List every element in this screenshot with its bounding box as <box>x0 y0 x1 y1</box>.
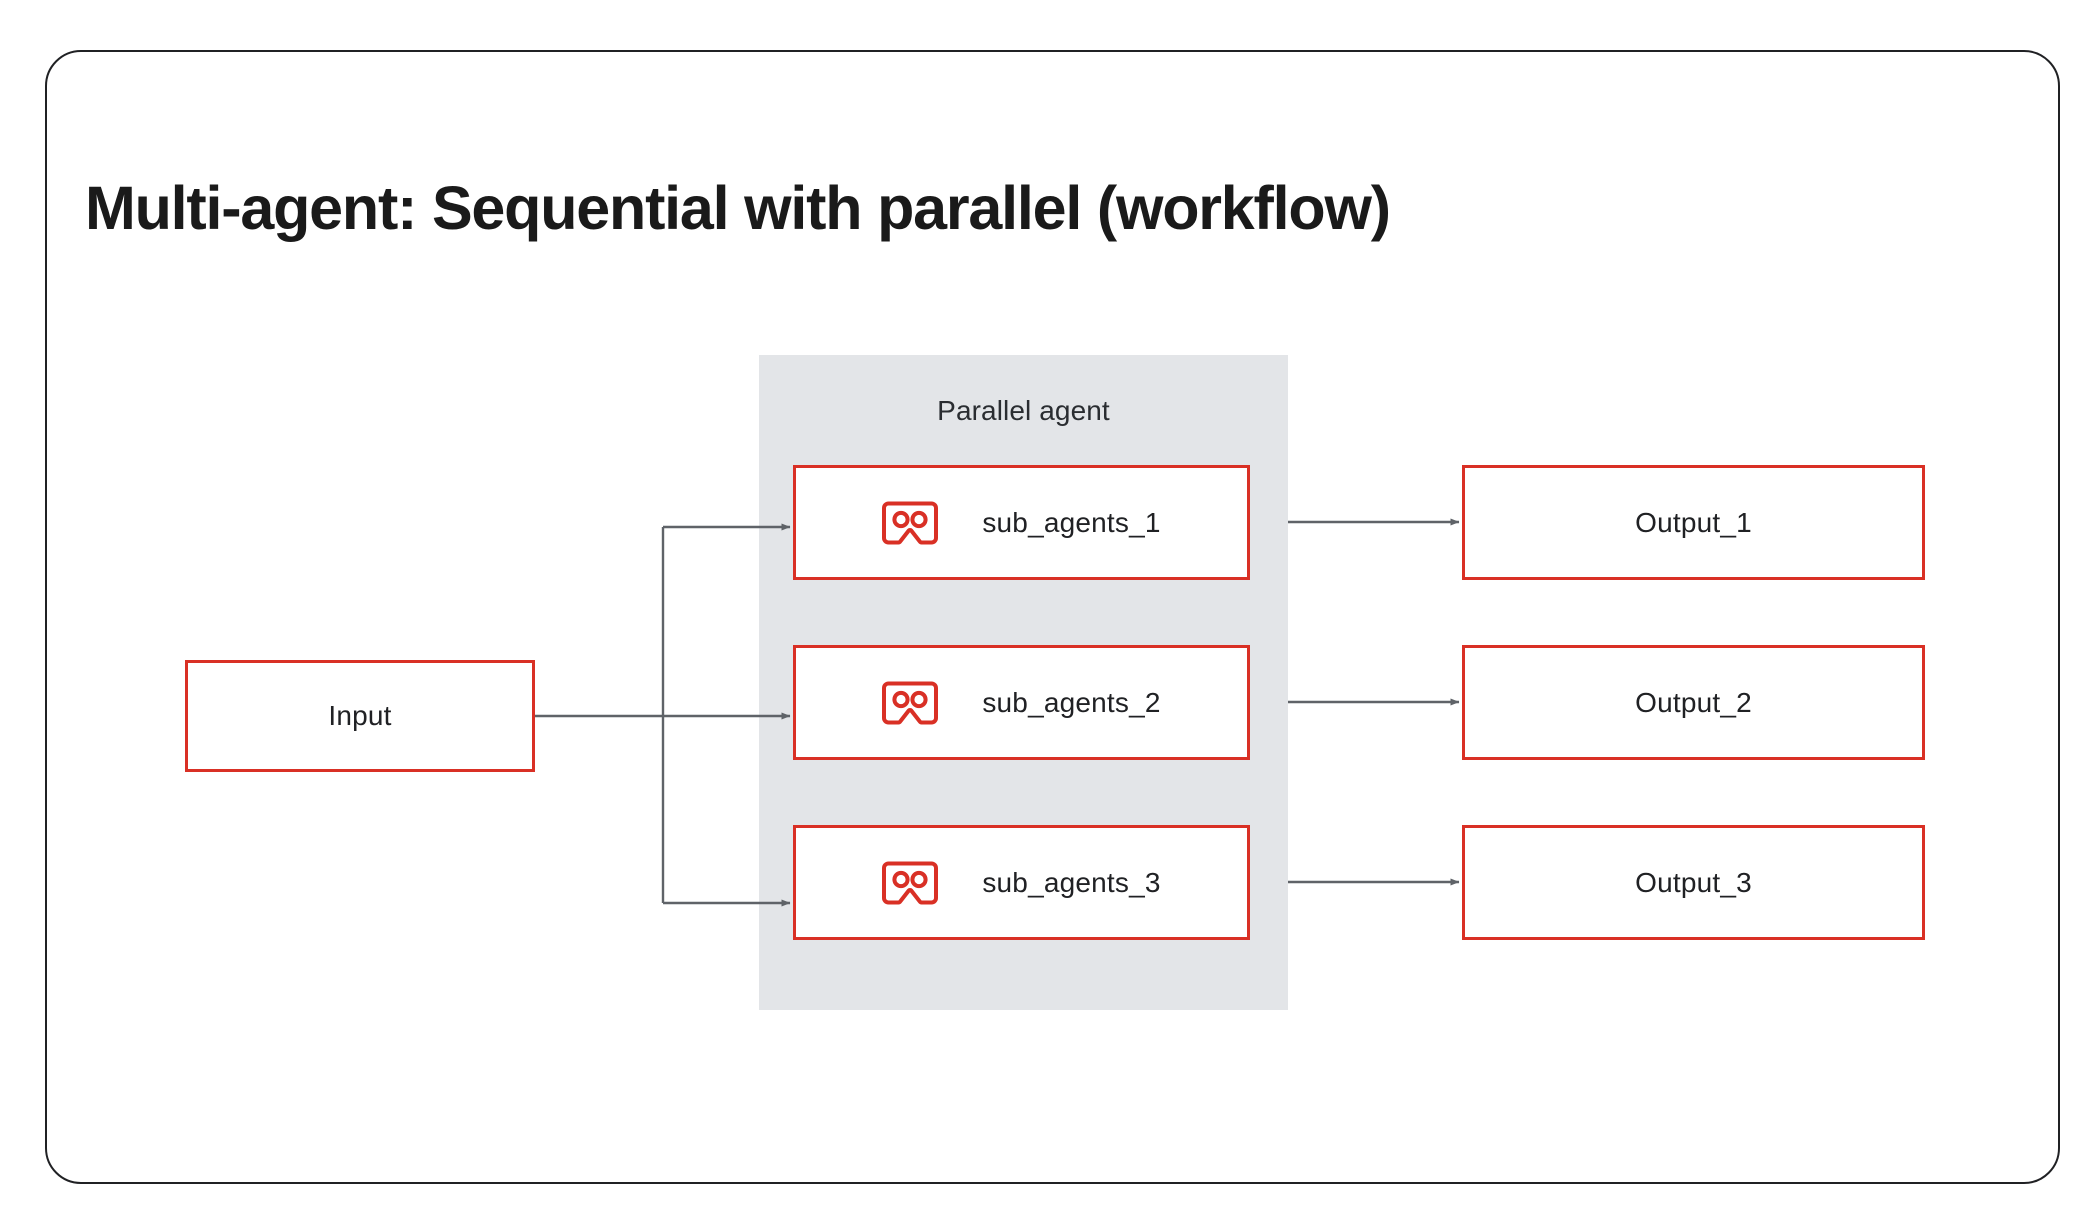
node-sub-agents-2-label: sub_agents_2 <box>982 686 1161 718</box>
node-output-3-label: Output_3 <box>1635 866 1752 898</box>
node-output-2-label: Output_2 <box>1635 686 1752 718</box>
node-sub-agents-1[interactable]: sub_agents_1 <box>793 465 1250 580</box>
node-sub-agents-2[interactable]: sub_agents_2 <box>793 645 1250 760</box>
node-output-2[interactable]: Output_2 <box>1462 645 1925 760</box>
node-sub-agents-3-label: sub_agents_3 <box>982 866 1161 898</box>
node-sub-agents-3[interactable]: sub_agents_3 <box>793 825 1250 940</box>
node-input-label: Input <box>328 700 392 731</box>
vr-goggles-agent-icon <box>882 681 939 724</box>
vr-goggles-agent-icon <box>882 501 939 544</box>
node-output-3[interactable]: Output_3 <box>1462 825 1925 940</box>
node-output-1-label: Output_1 <box>1635 506 1752 538</box>
node-input[interactable]: Input <box>185 660 535 772</box>
vr-goggles-agent-icon <box>882 861 939 904</box>
node-output-1[interactable]: Output_1 <box>1462 465 1925 580</box>
page-title: Multi-agent: Sequential with parallel (w… <box>85 174 1391 242</box>
parallel-agent-label: Parallel agent <box>937 395 1110 426</box>
node-sub-agents-1-label: sub_agents_1 <box>982 506 1161 538</box>
